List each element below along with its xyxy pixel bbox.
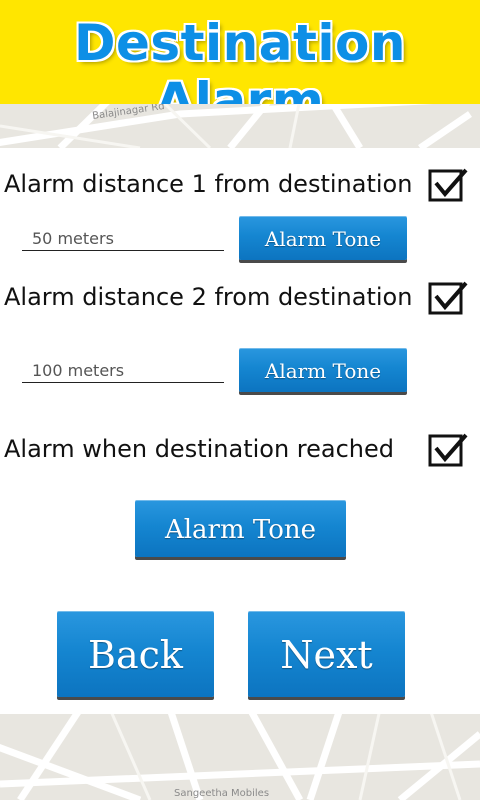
next-button[interactable]: Next xyxy=(248,611,405,697)
alarm-2-distance-field[interactable]: 100 meters xyxy=(22,356,224,383)
map-place-label: Sangeetha Mobiles xyxy=(174,788,270,799)
alarm-2-tone-button[interactable]: Alarm Tone xyxy=(239,348,407,392)
settings-panel: Alarm distance 1 from destination 50 met… xyxy=(0,148,480,714)
map-background-top: Balajinagar Rd xyxy=(0,104,480,148)
alarm-1-checkbox[interactable] xyxy=(428,168,468,202)
alarm-1-label: Alarm distance 1 from destination xyxy=(4,170,413,198)
alarm-1-distance-value: 50 meters xyxy=(32,229,114,248)
alarm-destination-checkbox[interactable] xyxy=(428,433,468,467)
alarm-2-label: Alarm distance 2 from destination xyxy=(4,283,413,311)
alarm-1-tone-button[interactable]: Alarm Tone xyxy=(239,216,407,260)
alarm-destination-label: Alarm when destination reached xyxy=(4,435,395,463)
app-title: Destination Alarm xyxy=(73,14,407,130)
alarm-1-distance-field[interactable]: 50 meters xyxy=(22,224,224,251)
app-header: Destination Alarm xyxy=(0,0,480,130)
alarm-2-checkbox[interactable] xyxy=(428,281,468,315)
alarm-destination-tone-button[interactable]: Alarm Tone xyxy=(135,500,346,557)
back-button[interactable]: Back xyxy=(57,611,214,697)
map-background-bottom: Sangeetha Mobiles xyxy=(0,714,480,800)
alarm-2-distance-value: 100 meters xyxy=(32,361,125,380)
